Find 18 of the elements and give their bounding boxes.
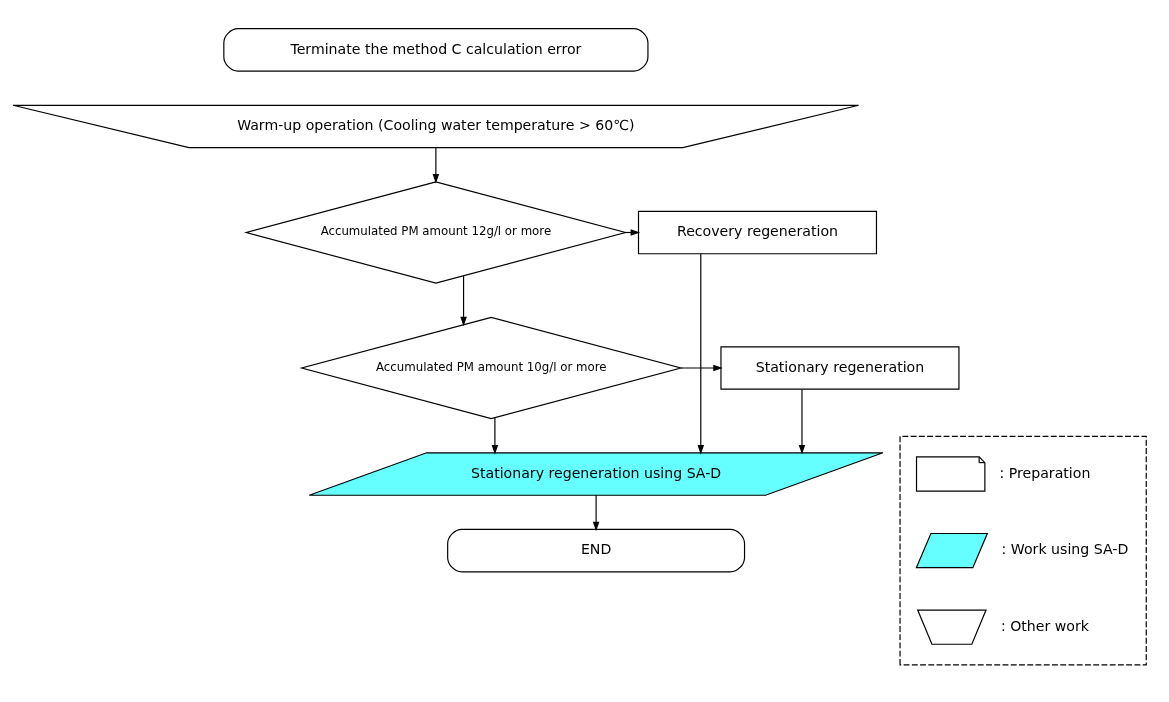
arrow <box>432 146 440 183</box>
node-trapezium <box>916 609 987 645</box>
arrow <box>592 494 600 531</box>
node-box: END <box>447 528 746 572</box>
node-box: Stationary regeneration <box>720 345 960 390</box>
arrow <box>491 416 499 454</box>
node-box: Terminate the method C calculation error <box>223 27 649 72</box>
arrow <box>680 364 723 371</box>
node-parallelogram <box>915 532 989 568</box>
node-diamond: Accumulated PM amount 12g/l or more <box>244 180 628 284</box>
legend-label: : Preparation <box>999 464 1091 481</box>
arrow <box>460 275 467 326</box>
arrow <box>697 252 705 454</box>
node-box: Recovery regeneration <box>637 210 878 254</box>
legend-label: : Work using SA-D <box>1001 540 1129 557</box>
arrow <box>798 388 806 454</box>
legend-label: : Other work <box>1000 617 1089 634</box>
cluster <box>899 435 1147 665</box>
